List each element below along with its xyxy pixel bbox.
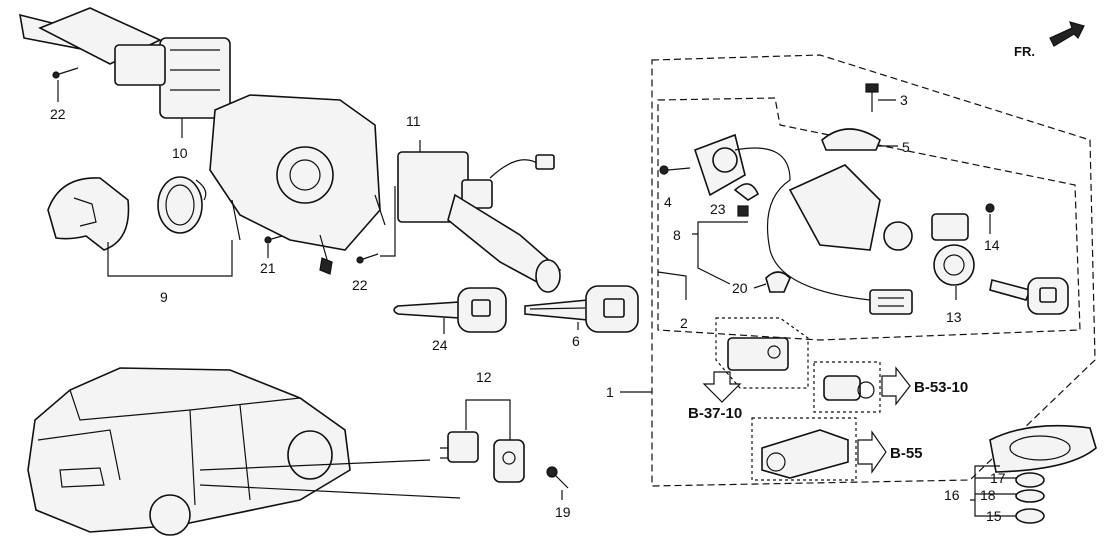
- callout-4: 4: [664, 194, 672, 210]
- arrow-b37: [702, 371, 742, 403]
- arrow-b55: [857, 430, 887, 474]
- bolt-19: [546, 466, 569, 489]
- wire-harness: [734, 147, 871, 301]
- callout-15: 15: [986, 508, 1002, 524]
- screw-22-mid: [356, 253, 379, 264]
- leader-vehicle-12: [199, 459, 461, 499]
- cylinder-b55: [761, 429, 849, 479]
- callout-22-left: 22: [50, 106, 66, 122]
- callout-1: 1: [606, 384, 614, 400]
- vehicle-outline: [27, 367, 351, 536]
- leader-9: [107, 240, 233, 277]
- cable-reel-9-left: [47, 177, 130, 251]
- clamp-5: [821, 128, 881, 151]
- callout-12: 12: [476, 369, 492, 385]
- lock-body: [788, 164, 913, 251]
- arrow-b53: [881, 366, 911, 406]
- cylinder-b53: [823, 375, 875, 401]
- cable-reel-housing: [209, 94, 386, 275]
- ref-b-53-10: B-53-10: [914, 379, 968, 396]
- combination-switch-10: [19, 7, 231, 119]
- ref-b-55: B-55: [890, 445, 923, 462]
- screw-22-left: [52, 67, 79, 79]
- connector: [869, 289, 913, 315]
- key-in-assembly: [989, 277, 1069, 315]
- bolt-3: [865, 83, 879, 112]
- ring-13: [933, 244, 975, 286]
- ref-b-37-10: B-37-10: [688, 405, 742, 422]
- screw-21: [264, 235, 283, 244]
- sensor-b37: [727, 337, 789, 371]
- callout-6: 6: [572, 333, 580, 349]
- callout-16: 16: [944, 487, 960, 503]
- inner-assembly-box: [657, 97, 1081, 341]
- remote-16: [989, 424, 1097, 524]
- callout-10: 10: [172, 145, 188, 161]
- clip-20: [765, 271, 791, 293]
- assembly-box: [651, 54, 1096, 487]
- cable-reel-9-ring: [157, 176, 207, 234]
- leader-16: [970, 465, 1016, 517]
- key-24: [393, 287, 507, 333]
- arrow-right-icon: [1049, 21, 1085, 47]
- callout-21: 21: [260, 260, 276, 276]
- leader-20: [753, 283, 767, 289]
- callout-2: 2: [680, 315, 688, 331]
- orientation-label: FR.: [1014, 44, 1035, 59]
- callout-22-mid: 22: [352, 277, 368, 293]
- callout-9: 9: [160, 289, 168, 305]
- screw-4: [659, 165, 691, 175]
- subbox-b55: [751, 417, 857, 481]
- callout-13: 13: [946, 309, 962, 325]
- callout-5: 5: [902, 139, 910, 155]
- callout-14: 14: [984, 237, 1000, 253]
- subbox-b53: [813, 361, 881, 413]
- callout-8: 8: [673, 227, 681, 243]
- antenna-14: [931, 203, 995, 241]
- door-switch-12-left: [440, 431, 479, 463]
- callout-17: 17: [990, 470, 1006, 486]
- door-switch-12-right: [493, 439, 525, 483]
- callout-18: 18: [980, 487, 996, 503]
- callout-11: 11: [406, 113, 421, 129]
- leader-2: [657, 271, 687, 300]
- bracket-23: [733, 183, 760, 217]
- callout-3: 3: [900, 92, 908, 108]
- ignition-cylinder: [693, 133, 746, 197]
- callout-23: 23: [710, 201, 726, 217]
- callout-24: 24: [432, 337, 448, 353]
- key-6: [524, 285, 639, 333]
- subbox-b37: [715, 317, 809, 389]
- leader-22-mid: [380, 186, 396, 257]
- callout-20: 20: [732, 280, 748, 296]
- wiper-switch-11: [397, 140, 562, 293]
- callout-19: 19: [555, 504, 571, 520]
- leader-12: [465, 399, 511, 440]
- leader-8: [692, 221, 748, 285]
